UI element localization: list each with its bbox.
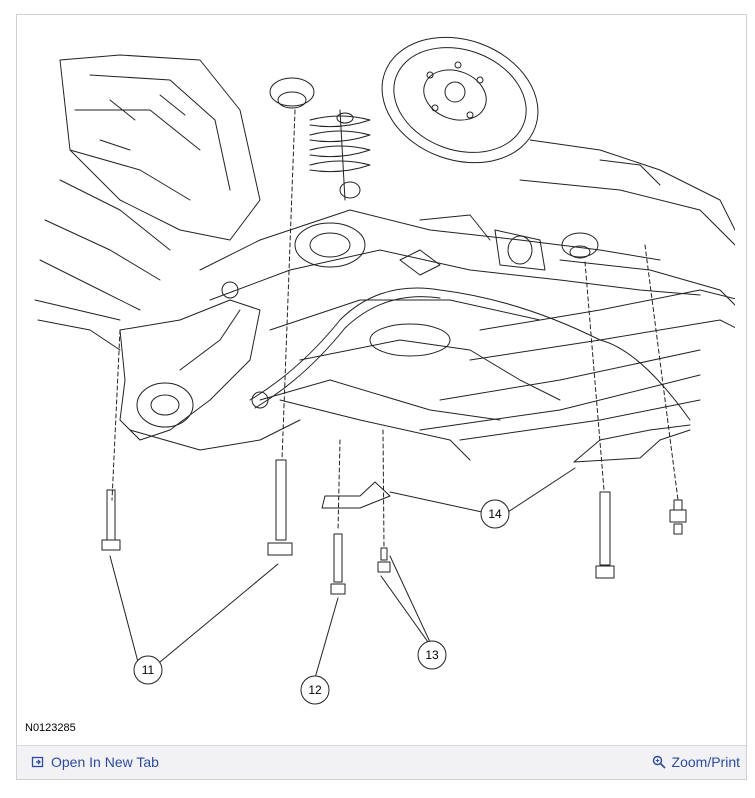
- callout-13-label: 13: [425, 648, 439, 662]
- figure-frame: [16, 14, 747, 780]
- leader-lines: [109, 467, 576, 679]
- magnifier-icon: [652, 755, 666, 769]
- callout-11: 11: [133, 655, 163, 685]
- open-new-tab-link[interactable]: Open In New Tab: [31, 754, 159, 770]
- bracket-14: [321, 424, 691, 509]
- bolts: [101, 459, 687, 595]
- callout-14: 14: [480, 499, 510, 529]
- figure-id: N0123285: [25, 722, 76, 734]
- fasteners: [111, 109, 679, 549]
- callout-12: 12: [300, 675, 330, 705]
- open-new-tab-icon: [31, 756, 44, 768]
- zoom-print-link[interactable]: Zoom/Print: [652, 754, 740, 770]
- open-new-tab-label: Open In New Tab: [51, 754, 159, 770]
- left-wheelhouse: [34, 54, 261, 351]
- zoom-print-label: Zoom/Print: [671, 754, 740, 770]
- coil-spring: [309, 109, 371, 201]
- image-toolbar: Open In New Tab Zoom/Print: [17, 745, 746, 779]
- rear-suspension-diagram: 11 12 13 14: [34, 36, 735, 705]
- callout-11-label: 11: [142, 663, 155, 677]
- callout-14-label: 14: [488, 507, 502, 521]
- body-rails: [419, 139, 735, 441]
- knuckle-assembly: [119, 281, 331, 451]
- callout-12-label: 12: [308, 683, 322, 697]
- stabilizer-bar: [249, 287, 691, 421]
- callout-13: 13: [417, 640, 447, 670]
- brake-disc: [381, 36, 539, 164]
- subframe: [199, 209, 701, 461]
